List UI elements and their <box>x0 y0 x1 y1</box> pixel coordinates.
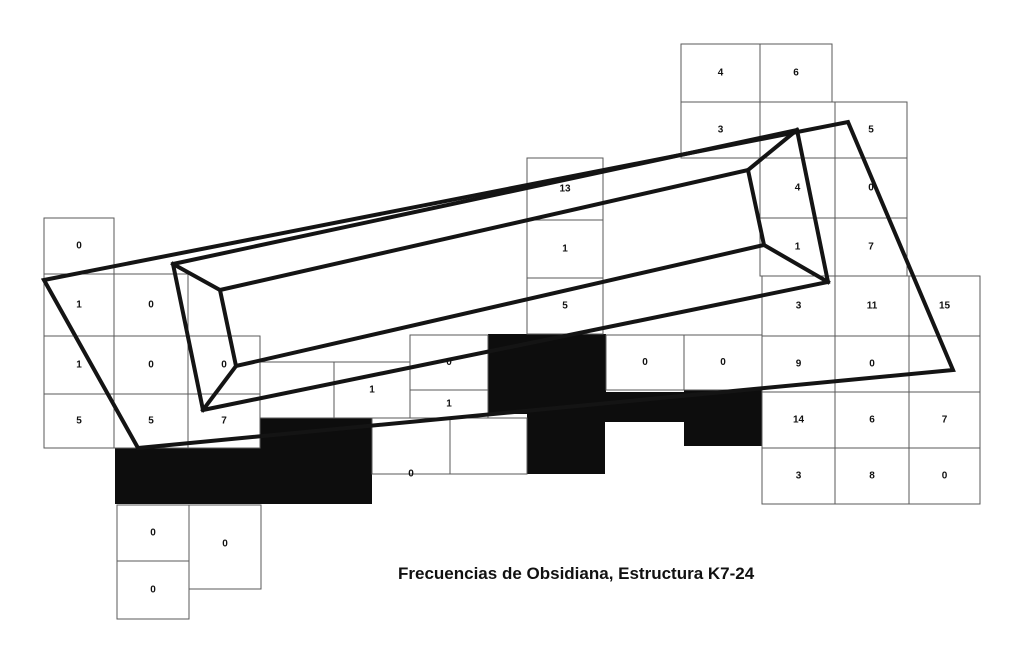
excavation-grid <box>43 43 981 620</box>
grid-cell <box>908 447 981 505</box>
grid-cell <box>188 504 262 590</box>
cell-frequency-label: 1 <box>76 300 82 311</box>
grid-cell <box>683 334 763 391</box>
cell-frequency-label: 0 <box>148 360 154 371</box>
grid-cell <box>908 335 981 393</box>
cell-frequency-label: 6 <box>869 415 875 426</box>
cell-frequency-label: 7 <box>942 415 948 426</box>
cell-frequency-label: 4 <box>718 68 724 79</box>
cell-frequency-label: 1 <box>446 399 452 410</box>
grid-cell <box>187 393 261 449</box>
cell-frequency-label: 7 <box>221 416 227 427</box>
cell-frequency-label: 3 <box>796 471 802 482</box>
fill-area-1 <box>115 448 372 504</box>
cell-frequency-label: 1 <box>76 360 82 371</box>
cell-frequency-label: 5 <box>148 416 154 427</box>
cell-frequency-label: 0 <box>221 360 227 371</box>
cell-frequency-label: 5 <box>562 301 568 312</box>
cell-frequency-label: 13 <box>559 184 571 195</box>
diagram-title: Frecuencias de Obsidiana, Estructura K7-… <box>398 564 755 583</box>
cell-frequency-label: 0 <box>446 357 452 368</box>
cell-frequency-label: 0 <box>869 359 875 370</box>
corner-connector-4 <box>200 363 239 413</box>
cell-frequency-label: 6 <box>793 68 799 79</box>
cell-frequency-label: 1 <box>562 244 568 255</box>
cell-frequency-label: 0 <box>642 357 648 368</box>
grid-cell <box>449 417 528 475</box>
cell-frequency-label: 9 <box>796 359 802 370</box>
cell-frequency-label: 11 <box>867 301 878 312</box>
cell-frequency-label: 14 <box>793 415 805 426</box>
cell-frequency-label: 5 <box>868 125 874 136</box>
cell-frequency-label: 1 <box>369 385 375 396</box>
structure-walls <box>40 119 956 451</box>
corner-connector-3 <box>761 242 831 285</box>
fill-area-5 <box>684 390 762 446</box>
corner-connector-2 <box>745 127 800 173</box>
cell-frequency-label: 0 <box>76 241 82 252</box>
cell-frequency-label: 0 <box>408 469 414 480</box>
cell-frequency-label: 0 <box>150 585 156 596</box>
excavated-fill-areas <box>115 334 762 504</box>
cell-frequency-label: 3 <box>796 301 802 312</box>
cell-frequency-label: 4 <box>795 183 801 194</box>
cell-frequency-label: 15 <box>939 301 951 312</box>
cell-frequency-label: 0 <box>150 528 156 539</box>
cell-frequency-label: 1 <box>795 242 801 253</box>
cell-frequency-label: 5 <box>76 416 82 427</box>
corner-connector-1 <box>170 261 223 293</box>
cell-frequency-label: 0 <box>942 471 948 482</box>
cell-frequency-label: 7 <box>868 242 874 253</box>
cell-frequency-label: 0 <box>868 183 874 194</box>
cell-frequency-label: 3 <box>718 125 724 136</box>
fill-area-4 <box>527 414 605 474</box>
cell-frequency-label: 8 <box>869 471 875 482</box>
cell-frequency-label: 0 <box>148 300 154 311</box>
grid-cell <box>116 560 190 620</box>
cell-frequency-label: 0 <box>222 539 228 550</box>
cell-frequency-label: 0 <box>720 357 726 368</box>
